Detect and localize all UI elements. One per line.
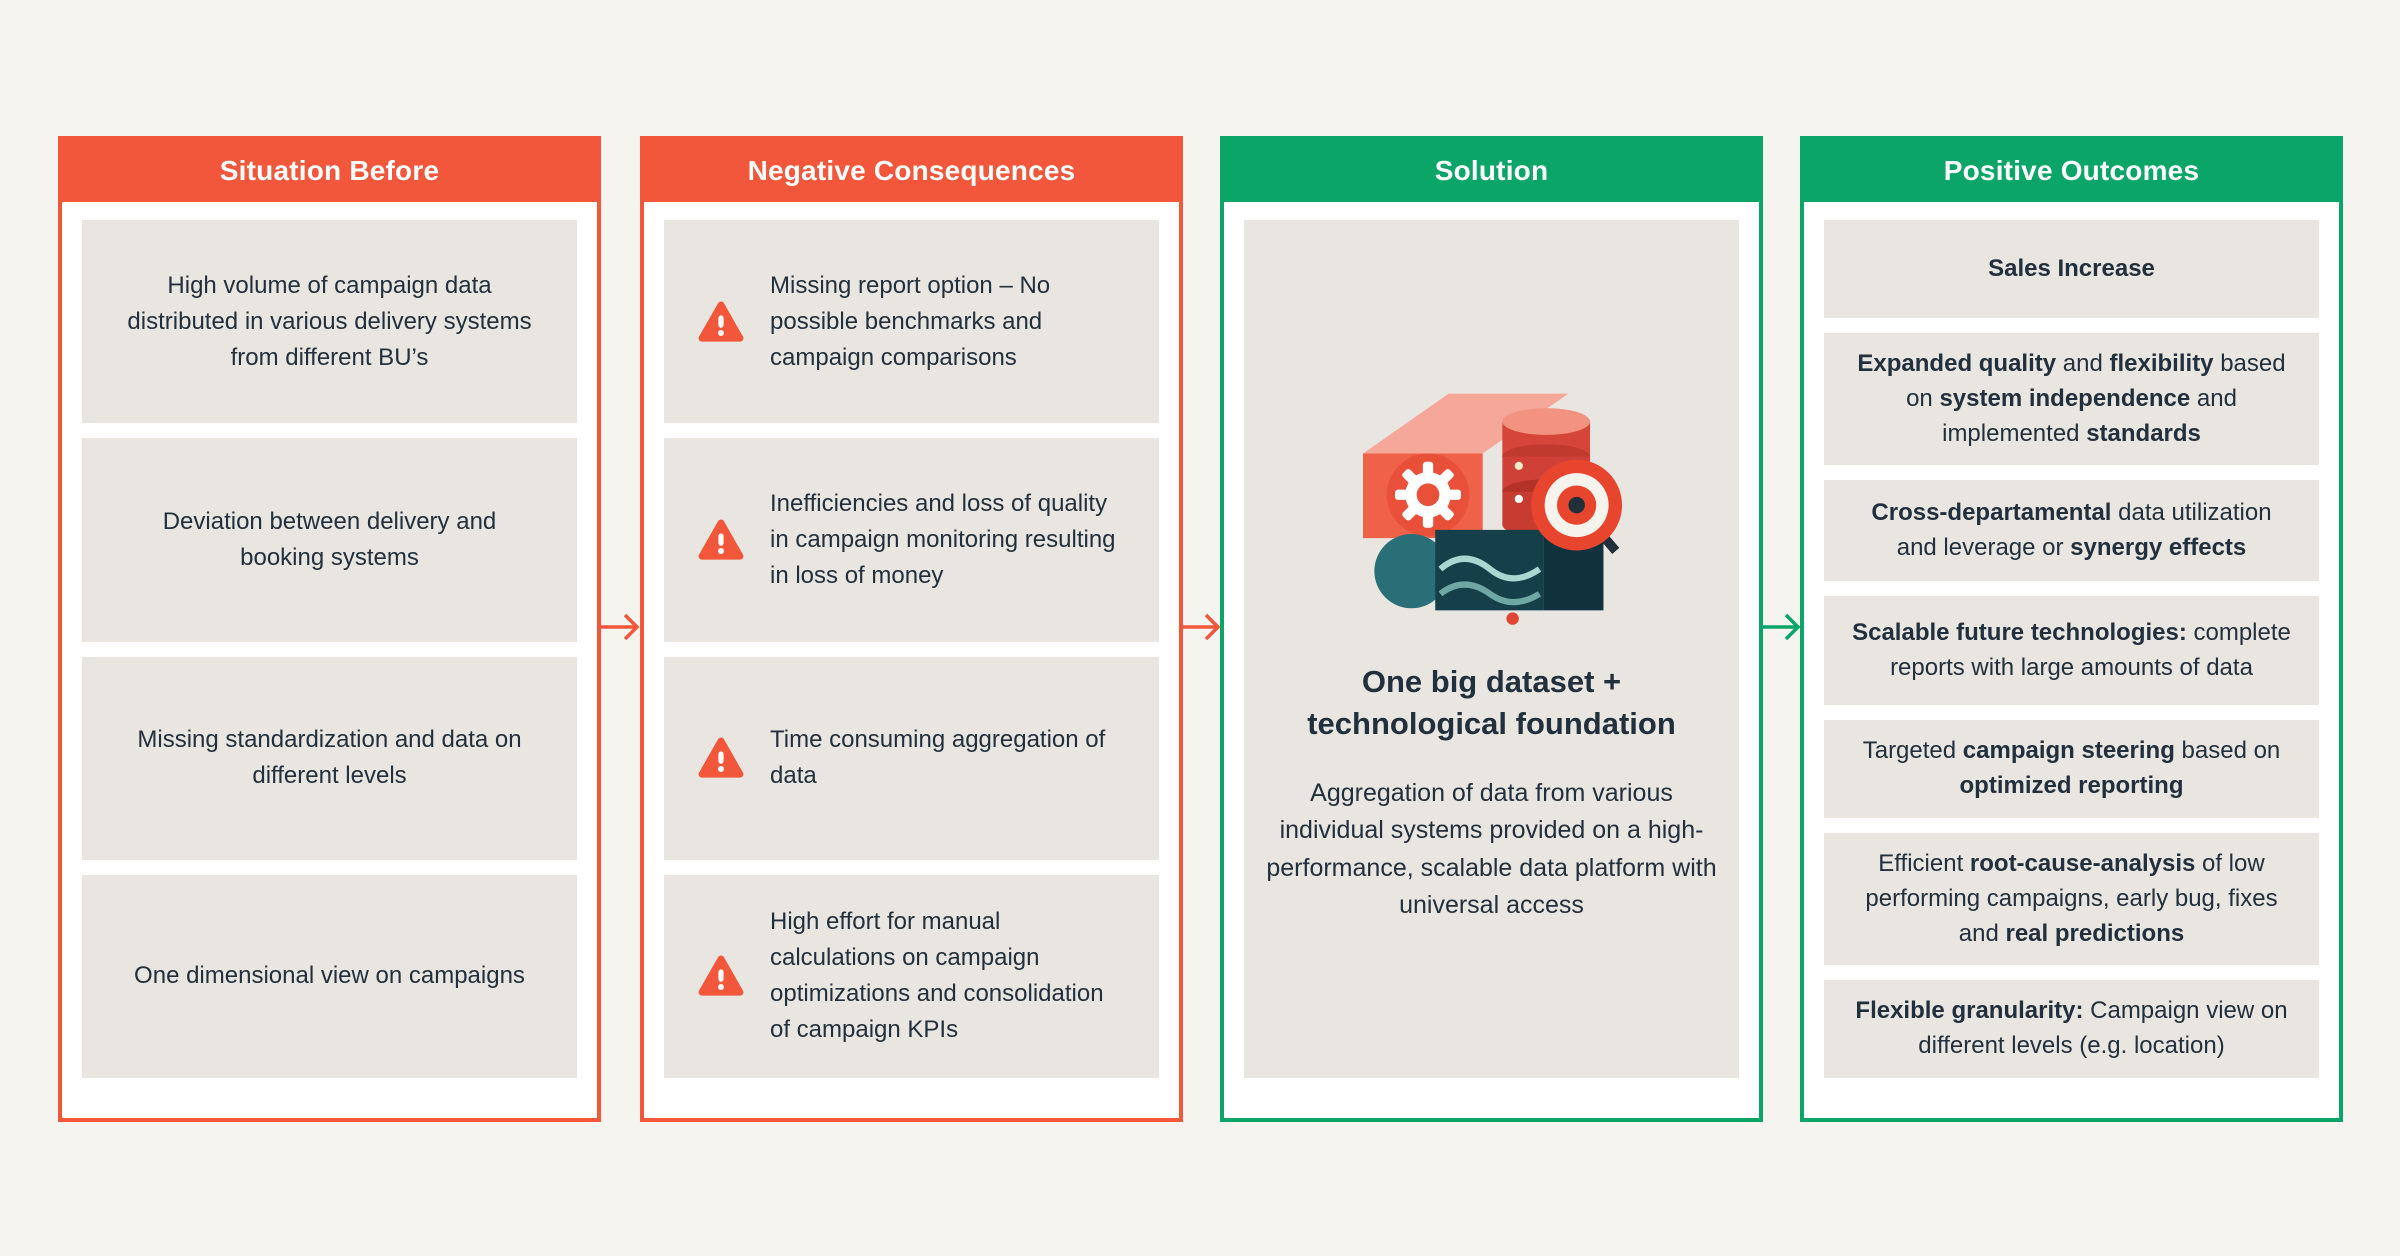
outcome-item-text: Sales Increase — [1988, 254, 2155, 282]
column-situation-before: Situation Before High volume of campaign… — [58, 136, 601, 1122]
list-item: Missing report option – No possible benc… — [664, 220, 1159, 424]
column-body-situation-before: High volume of campaign data distributed… — [62, 202, 597, 1118]
situation-item-text: One dimensional view on campaigns — [134, 962, 525, 990]
list-item: Time consuming aggregation of data — [664, 656, 1159, 860]
column-header-situation-before: Situation Before — [62, 140, 597, 202]
arrow-right-icon — [600, 613, 640, 641]
list-item: Flexible granularity: Campaign view on d… — [1824, 980, 2319, 1079]
warning-icon — [698, 301, 744, 343]
consequence-item-text: Inefficiencies and loss of quality in ca… — [770, 489, 1116, 589]
list-item: Missing standardization and data on diff… — [82, 656, 577, 860]
list-item: High effort for manual calculations on c… — [664, 874, 1159, 1078]
situation-item-text: Missing standardization and data on diff… — [137, 726, 522, 790]
column-positive-outcomes: Positive Outcomes Sales Increase Expande… — [1800, 136, 2343, 1122]
column-body-solution: One big dataset + technological foundati… — [1224, 202, 1759, 1118]
column-negative-consequences: Negative Consequences Missing report opt… — [640, 136, 1183, 1122]
data-platform-illustration — [1362, 393, 1622, 625]
column-header-negative-consequences: Negative Consequences — [644, 140, 1179, 202]
consequence-item-text: Missing report option – No possible benc… — [770, 271, 1051, 371]
list-item: Deviation between delivery and booking s… — [82, 438, 577, 642]
column-body-negative-consequences: Missing report option – No possible benc… — [644, 202, 1179, 1118]
list-item: Scalable future technologies: complete r… — [1824, 596, 2319, 706]
list-item: Cross-departamental data utilization and… — [1824, 480, 2319, 582]
outcome-item-text: Cross-departamental data utilization and… — [1871, 499, 2272, 561]
consequence-item-text: High effort for manual calculations on c… — [770, 908, 1104, 1044]
flow-arrow-1 — [598, 608, 644, 646]
outcome-item-text: Expanded quality and flexibility based o… — [1857, 350, 2286, 447]
column-header-solution: Solution — [1224, 140, 1759, 202]
arrow-right-icon — [1181, 613, 1221, 641]
warning-icon — [698, 737, 744, 779]
arrow-right-icon — [1761, 613, 1801, 641]
outcome-item-text: Efficient root-cause-analysis of low per… — [1865, 850, 2278, 947]
list-item: Targeted campaign steering based on opti… — [1824, 720, 2319, 819]
list-item: One dimensional view on campaigns — [82, 874, 577, 1078]
solution-description: Aggregation of data from various individ… — [1266, 778, 1717, 920]
warning-icon — [698, 955, 744, 997]
column-solution: Solution — [1220, 136, 1763, 1122]
outcome-item-text: Targeted campaign steering based on opti… — [1862, 737, 2281, 800]
solution-headline: One big dataset + technological foundati… — [1307, 661, 1676, 745]
solution-headline-line-2: technological foundation — [1307, 706, 1676, 741]
warning-icon — [698, 519, 744, 561]
flow-arrow-2 — [1179, 608, 1225, 646]
column-body-positive-outcomes: Sales Increase Expanded quality and flex… — [1804, 202, 2339, 1118]
list-item: Efficient root-cause-analysis of low per… — [1824, 833, 2319, 966]
list-item: Inefficiencies and loss of quality in ca… — [664, 438, 1159, 642]
outcome-item-text: Scalable future technologies: complete r… — [1852, 619, 2291, 681]
situation-item-text: Deviation between delivery and booking s… — [162, 507, 497, 571]
solution-headline-line-1: One big dataset + — [1361, 664, 1622, 700]
list-item: High volume of campaign data distributed… — [82, 220, 577, 424]
outcome-item-text: Flexible granularity: Campaign view on d… — [1855, 997, 2288, 1060]
column-header-positive-outcomes: Positive Outcomes — [1804, 140, 2339, 202]
list-item: Sales Increase — [1824, 220, 2319, 319]
flow-arrow-3 — [1759, 608, 1805, 646]
solution-panel: One big dataset + technological foundati… — [1244, 220, 1739, 1078]
consequence-item-text: Time consuming aggregation of data — [770, 726, 1106, 790]
list-item: Expanded quality and flexibility based o… — [1824, 333, 2319, 466]
situation-item-text: High volume of campaign data distributed… — [127, 271, 532, 371]
